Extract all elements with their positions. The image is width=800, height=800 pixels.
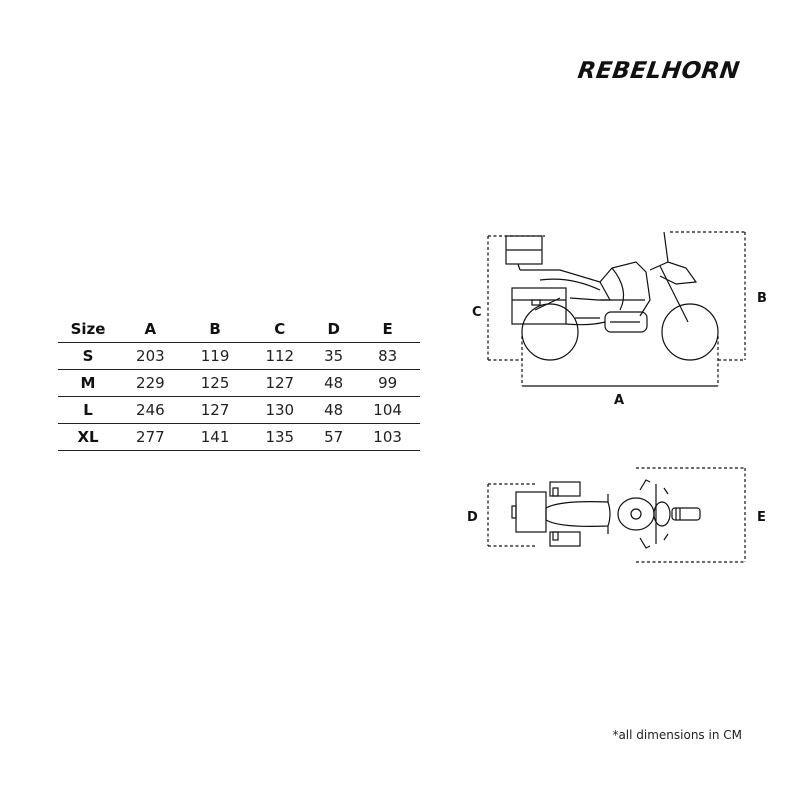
- value-e-cell: 83: [355, 342, 420, 370]
- value-a-cell: 229: [118, 369, 183, 397]
- size-cell: L: [58, 396, 118, 424]
- top-view-motorcycle-icon: [511, 479, 701, 549]
- value-a-cell: 277: [118, 423, 183, 451]
- dimension-label-d: D: [467, 510, 478, 525]
- value-b-cell: 127: [182, 396, 248, 424]
- value-e-cell: 104: [355, 396, 420, 424]
- value-d-cell: 35: [312, 342, 356, 370]
- table-row: XL 277 141 135 57 103: [58, 423, 420, 451]
- value-e-cell: 103: [355, 423, 420, 451]
- value-c-cell: 135: [247, 423, 313, 451]
- value-c-cell: 112: [247, 342, 313, 370]
- header-d: D: [312, 316, 356, 343]
- value-b-cell: 119: [182, 342, 248, 370]
- dimension-label-c: C: [472, 305, 482, 320]
- size-cell: XL: [58, 423, 118, 451]
- value-b-cell: 141: [182, 423, 248, 451]
- size-table: Size A B C D E S 203 119 112 35 83 M 229…: [58, 316, 420, 451]
- value-c-cell: 130: [247, 396, 313, 424]
- value-c-cell: 127: [247, 369, 313, 397]
- table-row: L 246 127 130 48 104: [58, 396, 420, 424]
- header-a: A: [118, 316, 183, 343]
- value-e-cell: 99: [355, 369, 420, 397]
- header-size: Size: [58, 316, 118, 343]
- value-d-cell: 48: [312, 396, 356, 424]
- value-a-cell: 203: [118, 342, 183, 370]
- size-table-header-row: Size A B C D E: [58, 316, 420, 343]
- size-cell: M: [58, 369, 118, 397]
- value-d-cell: 57: [312, 423, 356, 451]
- table-row: M 229 125 127 48 99: [58, 369, 420, 397]
- dimension-label-e: E: [757, 510, 766, 525]
- value-a-cell: 246: [118, 396, 183, 424]
- value-b-cell: 125: [182, 369, 248, 397]
- side-view-motorcycle-icon: [505, 231, 719, 361]
- dimension-label-a: A: [614, 393, 624, 408]
- side-view-dimension-lines: [487, 231, 746, 386]
- header-e: E: [355, 316, 420, 343]
- header-c: C: [247, 316, 313, 343]
- header-b: B: [182, 316, 248, 343]
- units-footnote: *all dimensions in CM: [612, 728, 742, 742]
- size-cell: S: [58, 342, 118, 370]
- value-d-cell: 48: [312, 369, 356, 397]
- table-row: S 203 119 112 35 83: [58, 342, 420, 370]
- dimension-label-b: B: [757, 291, 767, 306]
- top-view-dimension-lines: [487, 467, 746, 563]
